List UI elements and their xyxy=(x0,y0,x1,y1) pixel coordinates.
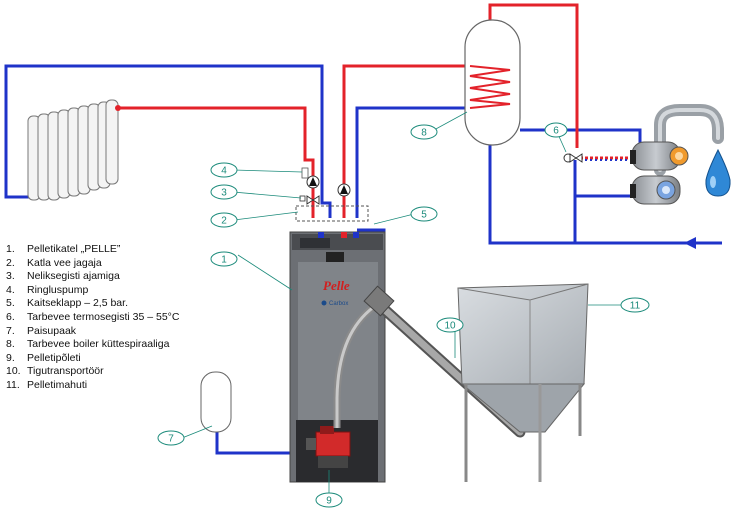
legend-list: 1. Pelletikatel „PELLE” 2. Katla vee jagaj… xyxy=(6,243,179,393)
legend-item: 6. Tarbevee termosegisti 35 – 55°C xyxy=(6,311,179,325)
legend-item: 2. Katla vee jagaja xyxy=(6,257,179,271)
callout-4: 4 xyxy=(210,162,238,178)
expansion-tank xyxy=(200,371,232,433)
legend-item: 1. Pelletikatel „PELLE” xyxy=(6,243,179,257)
legend-label: Pelletipõleti xyxy=(27,351,81,364)
svg-text:6: 6 xyxy=(553,126,559,137)
callout-7: 7 xyxy=(157,430,185,446)
callout-8: 8 xyxy=(410,124,438,140)
legend-number: 1. xyxy=(6,243,15,255)
circulation-pump-icon xyxy=(337,183,351,197)
legend-number: 8. xyxy=(6,338,15,351)
legend-label: Pelletikatel „PELLE” xyxy=(27,243,121,255)
legend-number: 11. xyxy=(6,378,20,391)
legend-label: Pelletimahuti xyxy=(27,378,88,391)
legend-label: Neliksegisti ajamiga xyxy=(27,270,120,283)
svg-text:10: 10 xyxy=(444,321,456,332)
legend-label: Kaitseklapp – 2,5 bar. xyxy=(27,297,128,310)
legend-number: 6. xyxy=(6,310,15,323)
svg-text:8: 8 xyxy=(421,128,427,139)
svg-text:3: 3 xyxy=(221,188,227,199)
legend-label: Tigutransportöör xyxy=(27,365,104,378)
callout-1: 1 xyxy=(210,251,238,267)
legend-number: 4. xyxy=(6,283,15,296)
callout-5: 5 xyxy=(410,206,438,222)
legend-item: 7. Paisupaak xyxy=(6,325,179,339)
legend-item: 5. Kaitseklapp – 2,5 bar. xyxy=(6,297,179,311)
callout-badges: 1 2 3 4 5 6 7 8 xyxy=(157,122,650,508)
svg-text:9: 9 xyxy=(326,496,332,507)
legend-label: Tarbevee termosegisti 35 – 55°C xyxy=(27,310,180,323)
legend-item: 4. Ringluspump xyxy=(6,284,179,298)
legend-item: 3. Neliksegisti ajamiga xyxy=(6,270,179,284)
callout-3: 3 xyxy=(210,184,238,200)
svg-text:11: 11 xyxy=(630,301,641,312)
hot-water-tank xyxy=(464,19,521,146)
callout-9: 9 xyxy=(315,492,343,508)
callout-6: 6 xyxy=(544,122,568,138)
water-drop-highlight xyxy=(710,176,716,188)
water-drop-icon xyxy=(705,148,731,197)
legend-label: Katla vee jagaja xyxy=(27,256,102,269)
legend-number: 10. xyxy=(6,365,21,378)
legend-number: 7. xyxy=(6,324,15,337)
legend-number: 2. xyxy=(6,256,15,269)
svg-text:1: 1 xyxy=(221,255,227,266)
pellet-hopper xyxy=(457,283,589,482)
boiler-logo-label: Carbox xyxy=(329,301,348,307)
legend-label: Tarbevee boiler küttespiraaliga xyxy=(27,338,170,351)
boiler-brand-label: Pelle xyxy=(323,278,350,293)
legend-label: Ringluspump xyxy=(27,283,89,296)
svg-text:7: 7 xyxy=(168,434,174,445)
legend-number: 5. xyxy=(6,297,15,310)
legend-item: 9. Pelletipõleti xyxy=(6,352,179,366)
circulation-pump-icon xyxy=(306,175,320,189)
legend-item: 8. Tarbevee boiler küttespiraaliga xyxy=(6,338,179,352)
thermostatic-mixing-valve xyxy=(563,153,583,163)
svg-text:2: 2 xyxy=(221,216,227,227)
callout-11: 11 xyxy=(620,297,650,313)
svg-text:4: 4 xyxy=(221,166,227,177)
faucet-icon xyxy=(630,104,724,205)
callout-2: 2 xyxy=(210,212,238,228)
four-way-mixer-icon xyxy=(299,195,320,205)
svg-text:5: 5 xyxy=(421,210,427,221)
pellet-burner xyxy=(306,426,351,468)
return-pipes xyxy=(4,64,722,455)
radiator-icon xyxy=(27,99,121,201)
callout-10: 10 xyxy=(436,317,464,333)
legend-number: 9. xyxy=(6,351,15,364)
legend-item: 10. Tigutransportöör xyxy=(6,365,179,379)
legend-number: 3. xyxy=(6,270,15,283)
distributor-dashed-box xyxy=(295,205,369,222)
legend-label: Paisupaak xyxy=(27,324,77,337)
heating-coil xyxy=(469,65,511,109)
distributor-group xyxy=(295,167,369,222)
legend-item: 11. Pelletimahuti xyxy=(6,379,179,393)
